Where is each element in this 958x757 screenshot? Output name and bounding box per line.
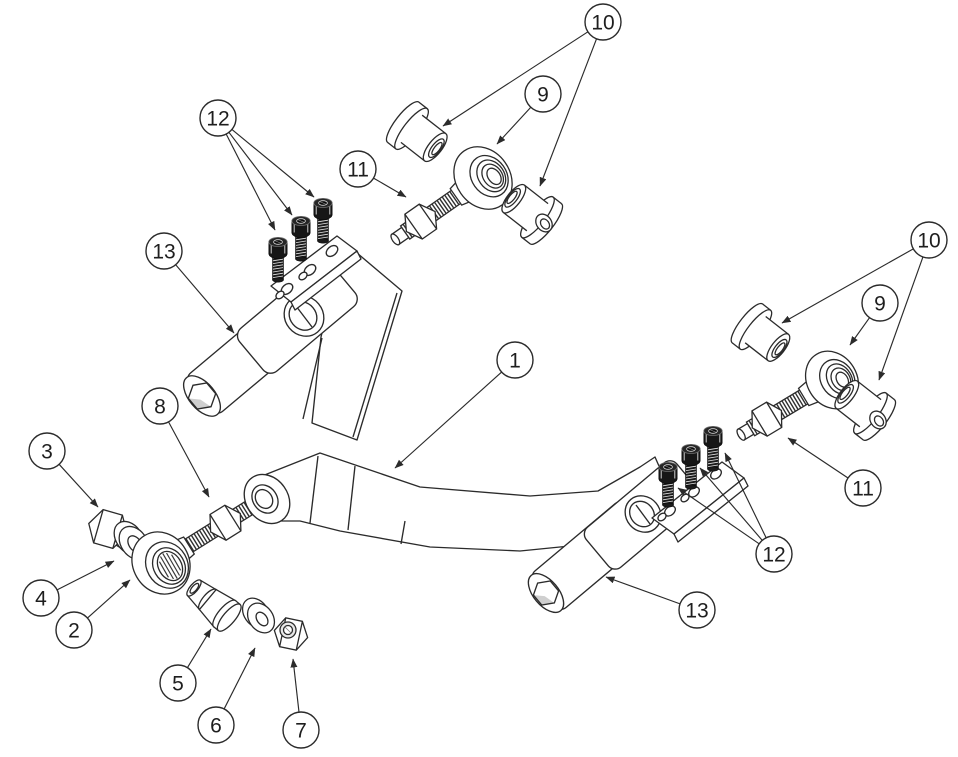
cone-spacer-10 <box>380 96 458 173</box>
balloon-4-circle <box>22 579 60 617</box>
balloon-11-right-label: 11 <box>852 478 874 501</box>
leader-line <box>373 177 407 198</box>
balloon-13-left-label: 13 <box>152 241 175 264</box>
balloon-9-top-label: 9 <box>537 84 549 107</box>
balloon-9-right: 9 <box>861 284 899 322</box>
balloon-5-label: 5 <box>172 673 184 696</box>
leader-line <box>223 647 256 710</box>
balloon-11-top-label: 11 <box>347 159 369 182</box>
leader-line <box>175 264 235 334</box>
balloon-9-top: 9 <box>524 75 562 113</box>
balloon-1-label: 1 <box>509 350 521 373</box>
balloon-10-top-label: 10 <box>591 12 614 35</box>
hex-bore <box>532 580 560 606</box>
balloon-9-top-circle <box>524 75 562 113</box>
balloon-11-top: 11 <box>339 150 377 188</box>
balloon-10-top-circle <box>584 3 622 41</box>
balloon-3-label: 3 <box>41 441 53 464</box>
balloon-8-circle <box>141 387 179 425</box>
rod-end-9 <box>390 146 513 246</box>
balloon-9-right-label: 9 <box>874 293 886 316</box>
leader-line <box>168 421 210 498</box>
balloon-8-label: 8 <box>154 396 166 419</box>
balloon-1: 1 <box>496 341 534 379</box>
balloon-12-right-circle <box>755 535 793 573</box>
leader-line <box>496 106 532 145</box>
leader-line <box>58 463 99 508</box>
nut-7 <box>270 614 312 654</box>
balloon-2: 2 <box>55 611 93 649</box>
leader-line <box>724 452 767 539</box>
main-arm-part-1 <box>243 241 674 552</box>
arm-center-boss <box>243 473 291 525</box>
balloon-8: 8 <box>141 387 179 425</box>
leader-line <box>186 628 212 668</box>
balloon-11-top-circle <box>339 150 377 188</box>
balloon-10-right-circle <box>910 221 948 259</box>
balloon-6-label: 6 <box>210 715 222 738</box>
balloon-6: 6 <box>197 706 235 744</box>
balloon-12-right-label: 12 <box>762 544 785 567</box>
lower-left-rod-end-assembly <box>82 496 312 654</box>
right-rod-end-assembly <box>725 298 902 446</box>
washer-6 <box>241 597 276 634</box>
balloon-2-circle <box>55 611 93 649</box>
balloon-13-right: 13 <box>678 591 716 629</box>
balloon-12-left-circle <box>199 99 237 137</box>
balloon-6-circle <box>197 706 235 744</box>
balloon-4-label: 4 <box>35 588 47 611</box>
balloon-11-right: 11 <box>844 469 882 507</box>
leader-line <box>677 487 760 545</box>
leader-line <box>228 131 293 216</box>
leader-line <box>290 658 300 713</box>
balloon-13-right-circle <box>678 591 716 629</box>
balloon-10-right-label: 10 <box>917 230 940 253</box>
leader-line <box>442 31 589 127</box>
leader-line <box>787 437 849 479</box>
balloon-10-top: 10 <box>584 3 622 41</box>
screw-12 <box>313 197 333 244</box>
balloon-7-label: 7 <box>295 720 307 743</box>
left-clamp <box>236 235 362 374</box>
balloon-7-circle <box>282 711 320 749</box>
leader-line <box>781 248 914 324</box>
rod-end-ball-2 <box>131 531 191 595</box>
top-rod-end-assembly <box>380 96 569 250</box>
balloon-2-label: 2 <box>68 620 80 643</box>
balloon-1-circle <box>496 341 534 379</box>
balloon-3-circle <box>28 432 66 470</box>
cone-spacer-10 <box>725 298 800 372</box>
balloon-12-right: 12 <box>755 535 793 573</box>
balloon-12-left-label: 12 <box>206 108 229 131</box>
balloon-13-right-label: 13 <box>685 600 708 623</box>
leader-line <box>56 560 115 591</box>
leader-line <box>87 579 131 619</box>
hex-bore <box>187 382 217 410</box>
balloon-9-right-circle <box>861 284 899 322</box>
balloon-13-left: 13 <box>145 232 183 270</box>
screw-12 <box>291 215 311 262</box>
balloon-3: 3 <box>28 432 66 470</box>
leader-line <box>878 256 924 381</box>
leader-line <box>849 317 871 346</box>
leader-line <box>231 128 315 198</box>
balloon-7: 7 <box>282 711 320 749</box>
balloon-5-circle <box>159 664 197 702</box>
leader-line <box>394 371 503 469</box>
leader-line <box>539 38 598 187</box>
left-clamp-cap <box>270 235 362 311</box>
rod-end-9 <box>736 350 860 442</box>
balloon-5: 5 <box>159 664 197 702</box>
balloon-13-left-circle <box>145 232 183 270</box>
leader-line <box>605 576 681 605</box>
balloon-12-left: 12 <box>199 99 237 137</box>
balloon-11-right-circle <box>844 469 882 507</box>
balloon-10-right: 10 <box>910 221 948 259</box>
balloon-4: 4 <box>22 579 60 617</box>
cone-spacer-5 <box>186 579 242 632</box>
leader-line <box>225 133 276 231</box>
leader-line <box>699 467 763 541</box>
